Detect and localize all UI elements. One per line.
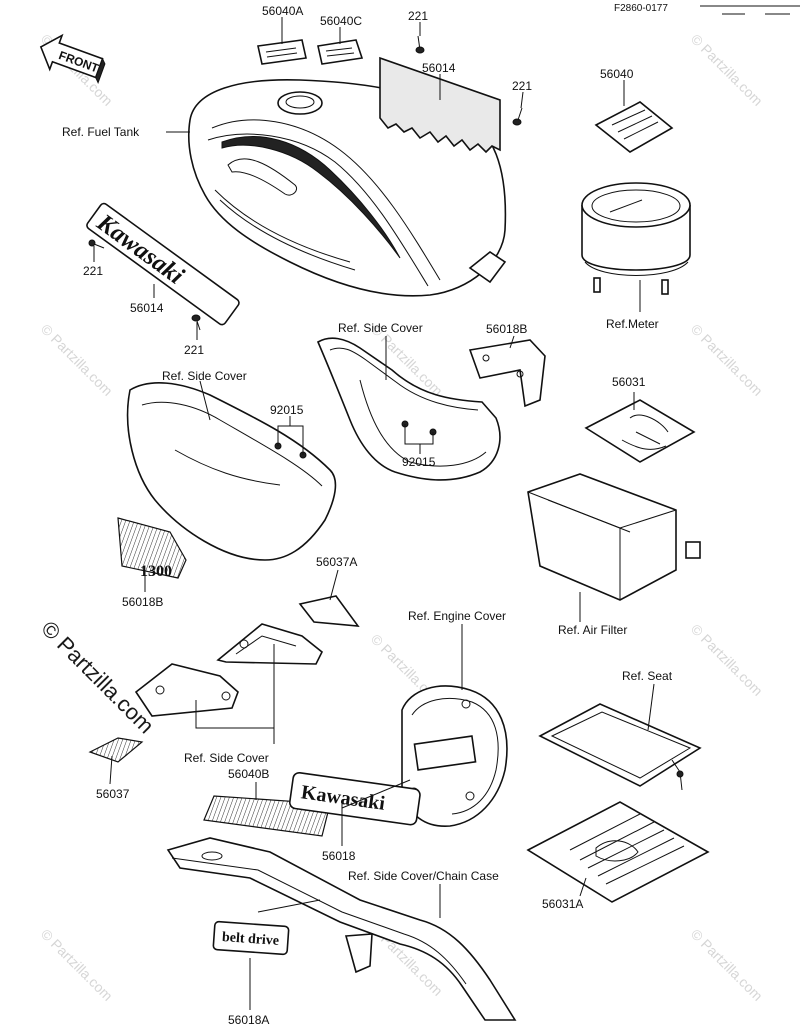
label-56037: 56037 (96, 787, 130, 801)
label-56031: 56031 (612, 375, 646, 389)
label-56014-left: 56014 (130, 301, 164, 315)
trim-strip-56014-top (379, 56, 501, 154)
decal-56037 (88, 737, 144, 763)
screw-221-bottom (191, 314, 201, 331)
seat (538, 703, 702, 791)
chain-case (166, 837, 517, 1021)
air-filter (527, 473, 701, 601)
label-air-filter: Ref. Air Filter (558, 623, 627, 637)
decal-56031A (526, 801, 710, 903)
label-meter: Ref.Meter (606, 317, 659, 331)
leader-lines (93, 17, 655, 1010)
screw-221-left (88, 239, 105, 249)
label-side-cover-left: Ref. Side Cover (162, 369, 247, 383)
watermark-tile: © Partzilla.com (688, 321, 766, 399)
label-56040A: 56040A (262, 4, 303, 18)
label-engine-cover: Ref. Engine Cover (408, 609, 506, 623)
watermark-main: © Partzilla.com (36, 616, 159, 739)
label-chain-case: Ref. Side Cover/Chain Case (348, 869, 499, 883)
label-56031A: 56031A (542, 897, 583, 911)
label-56018B-left: 56018B (122, 595, 163, 609)
watermark-tile: © Partzilla.com (38, 321, 116, 399)
label-221-left: 221 (83, 264, 103, 278)
label-92015-right: 92015 (402, 455, 436, 469)
decal-56040 (594, 101, 674, 153)
label-seat: Ref. Seat (622, 669, 673, 683)
label-side-cover-bottom: Ref. Side Cover (184, 751, 269, 765)
label-56037A: 56037A (316, 555, 357, 569)
decal-56040A (257, 39, 307, 65)
label-221-top: 221 (408, 9, 428, 23)
label-56018B-top: 56018B (486, 322, 527, 336)
tank-emblem-text: Kawasaki (91, 209, 189, 290)
belt-drive-decal-56018A: belt drive (212, 920, 290, 956)
label-56040C: 56040C (320, 14, 362, 28)
decal-56031 (584, 399, 696, 463)
part-labels: 56040A 56040C 221 56014 221 56040 Ref. F… (62, 4, 673, 1027)
side-cover-left (126, 382, 337, 561)
watermark-tile: © Partzilla.com (688, 621, 766, 699)
screw-221-top (415, 35, 425, 54)
screw-221-right (512, 107, 523, 126)
label-56040: 56040 (600, 67, 634, 81)
figure-code: F2860-0177 (614, 3, 668, 14)
bracket-56018B-top (468, 339, 546, 408)
side-emblem-text: 1300 (140, 563, 172, 580)
decal-56040C (317, 39, 364, 65)
label-221-bottom: 221 (184, 343, 204, 357)
side-cover-bracket-lower (134, 663, 239, 717)
meter (581, 182, 691, 295)
watermark-tile: © Partzilla.com (688, 926, 766, 1004)
watermark-tile: © Partzilla.com (38, 926, 116, 1004)
label-side-cover-right: Ref. Side Cover (338, 321, 423, 335)
label-56040B: 56040B (228, 767, 269, 781)
watermark-tile: © Partzilla.com (688, 31, 766, 109)
label-56018: 56018 (322, 849, 356, 863)
side-emblem-56018B: 1300 (117, 517, 187, 580)
label-56014-top: 56014 (422, 61, 456, 75)
side-cover-bracket-upper (216, 623, 324, 665)
label-92015-left: 92015 (270, 403, 304, 417)
decal-56037A (298, 595, 360, 627)
engine-emblem-56018: Kawasaki (288, 771, 421, 826)
side-cover-right (316, 337, 501, 481)
engine-cover (401, 685, 508, 827)
belt-drive-text: belt drive (221, 930, 279, 949)
label-221-right: 221 (512, 79, 532, 93)
label-56018A: 56018A (228, 1013, 269, 1027)
label-fuel-tank: Ref. Fuel Tank (62, 125, 140, 139)
